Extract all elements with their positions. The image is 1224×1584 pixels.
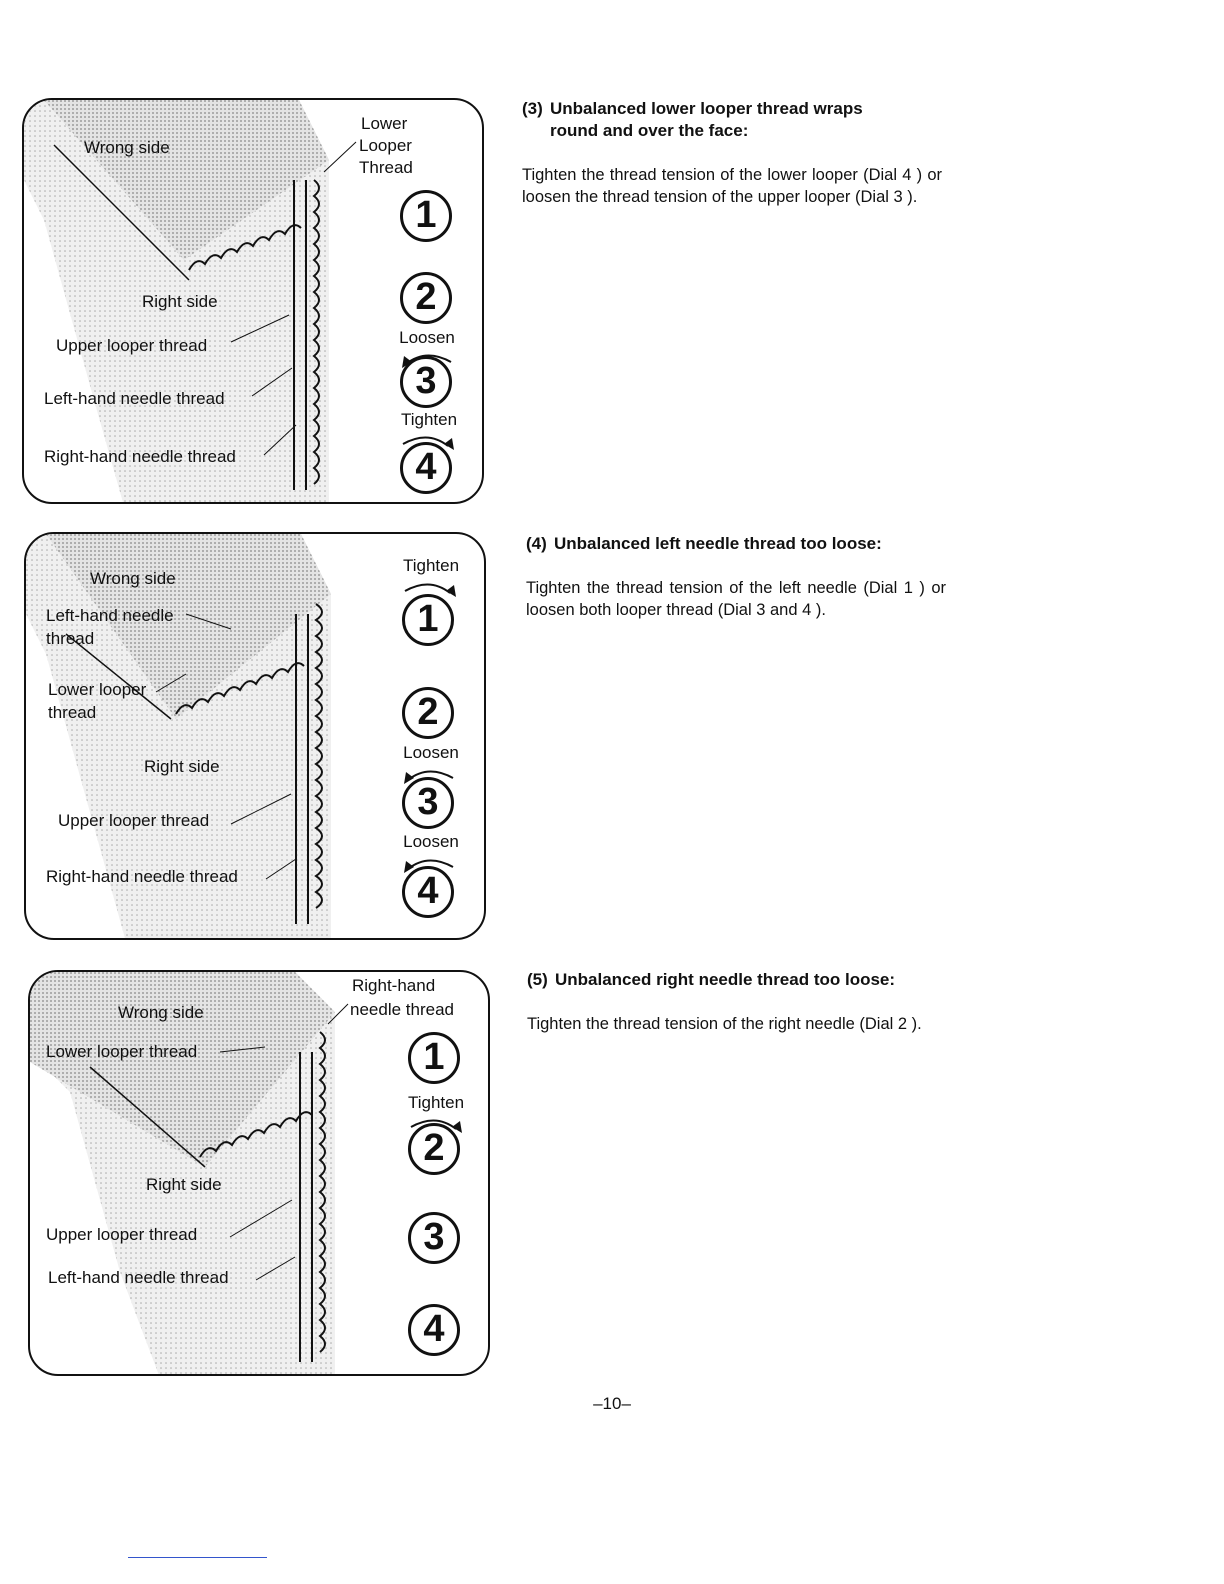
heading-line-1: Unbalanced right needle thread too loose… bbox=[555, 970, 895, 989]
dial-3-action: Loosen bbox=[391, 743, 471, 763]
label-lower-looper: Lower looper bbox=[48, 680, 146, 700]
dial-4-action: Tighten bbox=[389, 410, 469, 430]
section-number: (5) bbox=[527, 969, 555, 991]
diagram-panel-2: Wrong side Left-hand needle thread Lower… bbox=[24, 532, 486, 940]
dial-2: 2 bbox=[408, 1123, 460, 1175]
section-3: (3)Unbalanced lower looper thread wraps … bbox=[522, 98, 942, 208]
dial-1-action: Tighten bbox=[391, 556, 471, 576]
label-right-needle: Right-hand bbox=[352, 976, 435, 996]
page-number: –10– bbox=[0, 1394, 1224, 1414]
dial-4: 4 bbox=[408, 1304, 460, 1356]
label-wrong-side: Wrong side bbox=[118, 1003, 204, 1023]
dial-3: 3 bbox=[402, 777, 454, 829]
label-right-side: Right side bbox=[146, 1175, 222, 1195]
dial-2: 2 bbox=[402, 687, 454, 739]
diagram-panel-1: Wrong side Lower Looper Thread Right sid… bbox=[22, 98, 484, 504]
label-right-side: Right side bbox=[142, 292, 218, 312]
label-lower-looper-2: Looper bbox=[359, 136, 412, 156]
bottom-rule bbox=[128, 1557, 267, 1558]
section-4: (4)Unbalanced left needle thread too loo… bbox=[526, 533, 946, 621]
dial-4-action: Loosen bbox=[391, 832, 471, 852]
dial-3: 3 bbox=[408, 1212, 460, 1264]
label-upper-looper: Upper looper thread bbox=[46, 1225, 197, 1245]
label-right-needle: Right-hand needle thread bbox=[46, 867, 238, 887]
label-wrong-side: Wrong side bbox=[84, 138, 170, 158]
section-body: Tighten the thread tension of the left n… bbox=[526, 577, 946, 621]
section-number: (3) bbox=[522, 98, 550, 120]
label-left-needle: Left-hand needle thread bbox=[48, 1268, 229, 1288]
dial-1: 1 bbox=[400, 190, 452, 242]
section-heading: (4)Unbalanced left needle thread too loo… bbox=[526, 533, 946, 555]
label-lower-looper-2: thread bbox=[48, 703, 96, 723]
label-lower-looper-3: Thread bbox=[359, 158, 413, 178]
diagram-panel-3: Right-hand needle thread Wrong side Lowe… bbox=[28, 970, 490, 1376]
heading-line-1: Unbalanced left needle thread too loose: bbox=[554, 534, 882, 553]
dial-1: 1 bbox=[402, 594, 454, 646]
label-lower-looper: Lower looper thread bbox=[46, 1042, 197, 1062]
dial-4: 4 bbox=[402, 866, 454, 918]
section-heading: (3)Unbalanced lower looper thread wraps … bbox=[522, 98, 942, 142]
dial-3: 3 bbox=[400, 356, 452, 408]
dial-3-action: Loosen bbox=[387, 328, 467, 348]
section-body: Tighten the thread tension of the lower … bbox=[522, 164, 942, 208]
label-upper-looper: Upper looper thread bbox=[58, 811, 209, 831]
label-upper-looper: Upper looper thread bbox=[56, 336, 207, 356]
heading-line-2: round and over the face: bbox=[522, 120, 942, 142]
dial-1: 1 bbox=[408, 1032, 460, 1084]
label-right-side: Right side bbox=[144, 757, 220, 777]
label-wrong-side: Wrong side bbox=[90, 569, 176, 589]
dial-2-action: Tighten bbox=[396, 1093, 476, 1113]
dial-2: 2 bbox=[400, 272, 452, 324]
label-lower-looper: Lower bbox=[361, 114, 407, 134]
label-right-needle: Right-hand needle thread bbox=[44, 447, 236, 467]
dial-4: 4 bbox=[400, 442, 452, 494]
section-heading: (5)Unbalanced right needle thread too lo… bbox=[527, 969, 947, 991]
label-left-needle: Left-hand needle bbox=[46, 606, 174, 626]
section-body: Tighten the thread tension of the right … bbox=[527, 1013, 947, 1035]
label-right-needle-2: needle thread bbox=[350, 1000, 454, 1020]
section-number: (4) bbox=[526, 533, 554, 555]
heading-line-1: Unbalanced lower looper thread wraps bbox=[550, 99, 863, 118]
section-5: (5)Unbalanced right needle thread too lo… bbox=[527, 969, 947, 1035]
label-left-needle: Left-hand needle thread bbox=[44, 389, 225, 409]
label-left-needle-2: thread bbox=[46, 629, 94, 649]
